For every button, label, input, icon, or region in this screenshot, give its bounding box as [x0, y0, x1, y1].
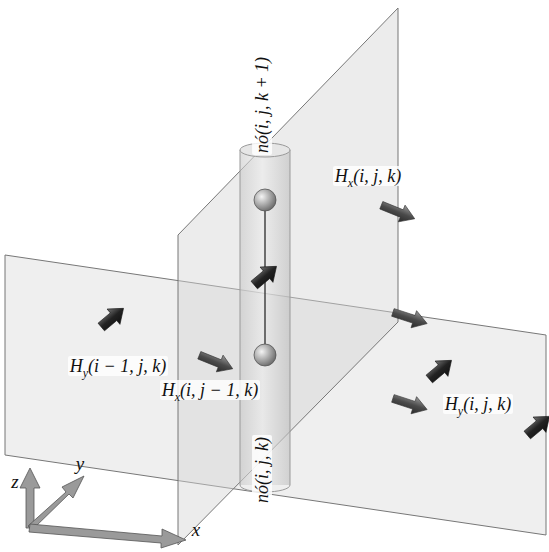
hx-arrow	[378, 197, 418, 227]
node-sphere	[254, 344, 276, 366]
node-sphere	[254, 189, 276, 211]
hx-arrow	[390, 304, 430, 332]
axis-label: y	[74, 454, 86, 474]
node-label: nó(i, j, k + 1)	[252, 55, 272, 155]
node-label: nó(i, j, k)	[252, 435, 272, 505]
hy-arrow	[423, 353, 458, 387]
yz-plane	[178, 8, 398, 545]
field-label: Hx(i, j, k)	[333, 166, 403, 186]
hy-arrow	[248, 259, 283, 293]
field-label: Hx(i, j − 1, k)	[160, 380, 260, 400]
hx-arrow	[390, 390, 430, 418]
axis-label: z	[9, 472, 20, 492]
field-label: Hy(i, j, k)	[443, 394, 513, 414]
field-label: Hy(i − 1, j, k)	[68, 356, 168, 376]
axis-triad	[20, 468, 186, 548]
hx-arrow	[196, 347, 236, 377]
hy-arrow	[95, 301, 130, 335]
hy-arrow	[521, 409, 549, 443]
axis-label: x	[190, 520, 202, 540]
